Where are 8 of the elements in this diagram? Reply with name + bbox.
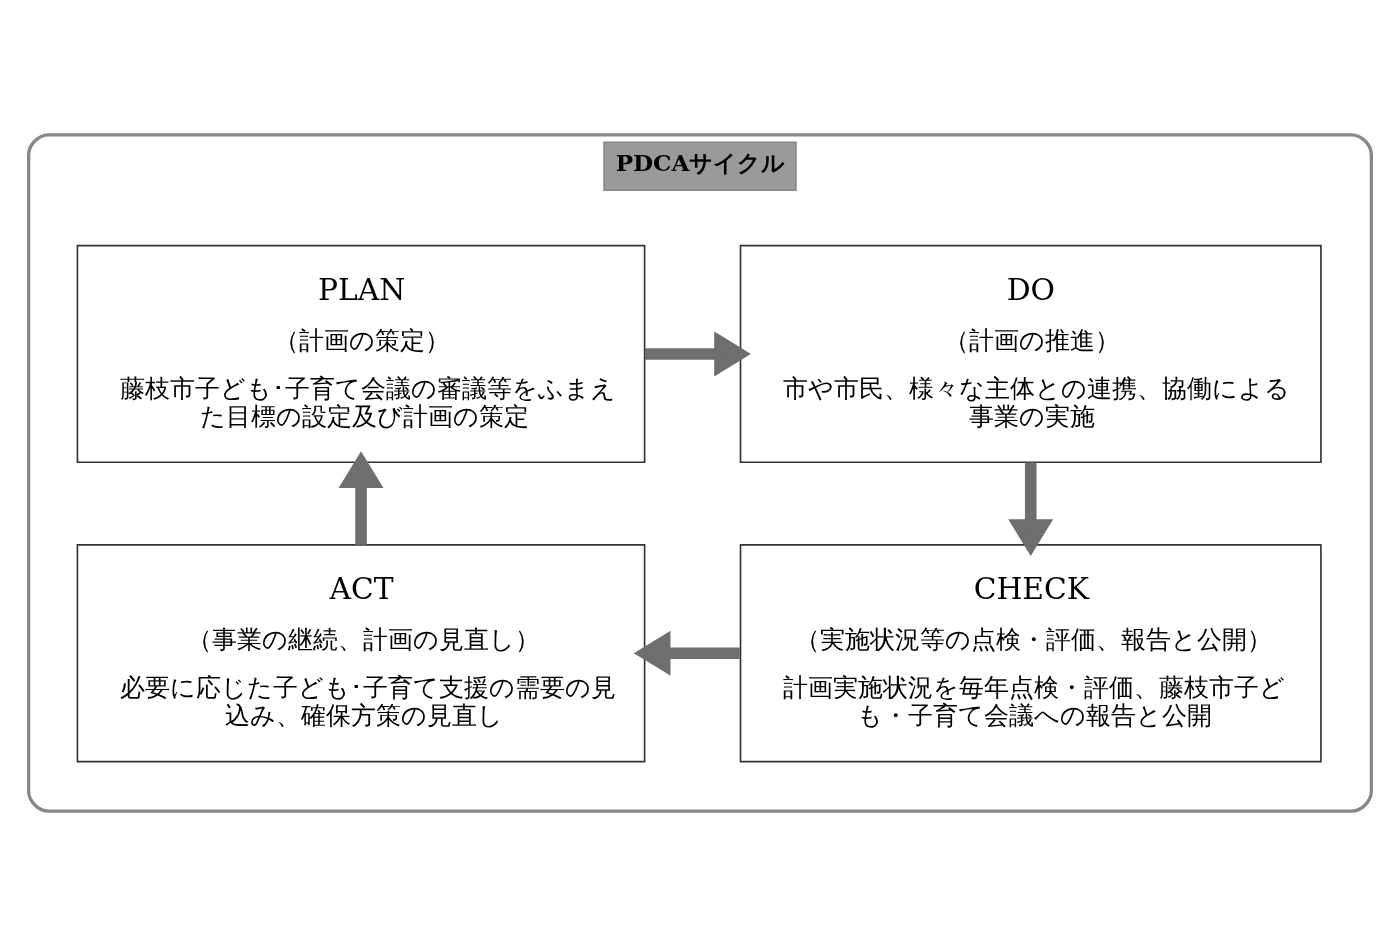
arrow <box>633 630 740 676</box>
node-box: ACT （事業の継続、計画の見直し） 必要に応じた子ども･子育て支援の需要の見込み、確保方策の見直し <box>76 543 646 762</box>
arrow <box>1008 461 1054 556</box>
arrow <box>644 330 751 376</box>
node-box: DO （計画の推進） 市や市民、様々な主体との連携、協働による事業の実施 <box>739 244 1322 463</box>
node-box: PLAN （計画の策定） 藤枝市子ども･子育て会議の審議等をふまえた目標の設定及び計画の策定 <box>76 244 646 463</box>
arrow <box>338 450 384 545</box>
node-box: CHECK （実施状況等の点検・評価、報告と公開） 計画実施状況を毎年点検・評価、藤枝市子ども・子育て会議への報告と公開 <box>739 543 1322 762</box>
